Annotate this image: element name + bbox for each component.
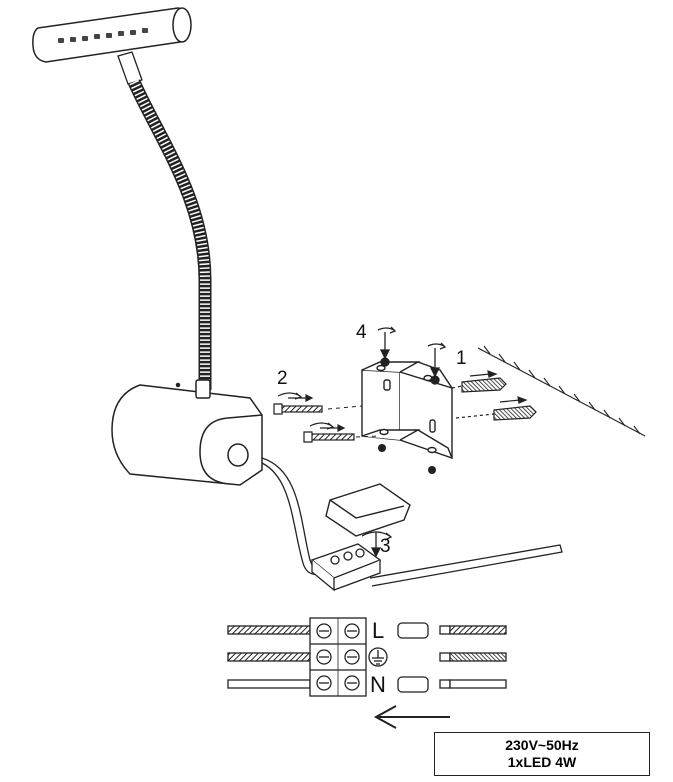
- terminal-neutral-label: N: [370, 672, 386, 697]
- live-wire-left: [227, 625, 311, 635]
- earth-wire-right: [439, 652, 507, 662]
- led-array: [58, 28, 148, 43]
- terminal-block-3d: [310, 543, 382, 592]
- terminal-live-label: L: [372, 618, 385, 643]
- earth-wire-left: [227, 652, 311, 662]
- supply-cable: [261, 457, 563, 587]
- bottom-nut-right: [428, 466, 436, 474]
- live-wire-right: [439, 625, 507, 635]
- wiring-terminal-block: [309, 617, 367, 697]
- cover-screw: [361, 531, 393, 558]
- mounting-bracket: [361, 361, 453, 459]
- neutral-sleeve: [397, 676, 429, 693]
- terminal-cover: [325, 483, 411, 537]
- direction-arrow: [373, 705, 450, 729]
- neutral-wire-right: [439, 679, 507, 689]
- wall-screw-upper: [273, 392, 363, 415]
- gooseneck-arm: [128, 79, 212, 390]
- earth-symbol-icon: [368, 647, 388, 667]
- spec-led: 1xLED 4W: [507, 754, 577, 770]
- step-2-label: 2: [277, 368, 288, 389]
- wiring-diagram: [227, 617, 507, 697]
- wall-plug-upper: [451, 370, 507, 393]
- wall-screw-lower: [303, 422, 381, 443]
- step-3-label: 3: [380, 536, 391, 557]
- bracket-side-screw: [427, 342, 447, 385]
- lamp-head: [32, 7, 192, 63]
- wall-plug-lower: [455, 396, 537, 421]
- spec-box: 230V~50Hz 1xLED 4W: [434, 732, 650, 776]
- bracket-top-screw: [377, 326, 397, 367]
- step-1-label: 1: [456, 348, 467, 369]
- step-4-label: 4: [356, 322, 367, 343]
- wall-surface: [477, 345, 646, 437]
- spec-voltage: 230V~50Hz: [505, 737, 579, 753]
- lamp-base: [111, 379, 263, 486]
- bottom-nut-left: [378, 444, 386, 452]
- live-sleeve: [397, 622, 429, 639]
- neutral-wire-left: [227, 679, 311, 689]
- lamp-joint: [117, 51, 143, 85]
